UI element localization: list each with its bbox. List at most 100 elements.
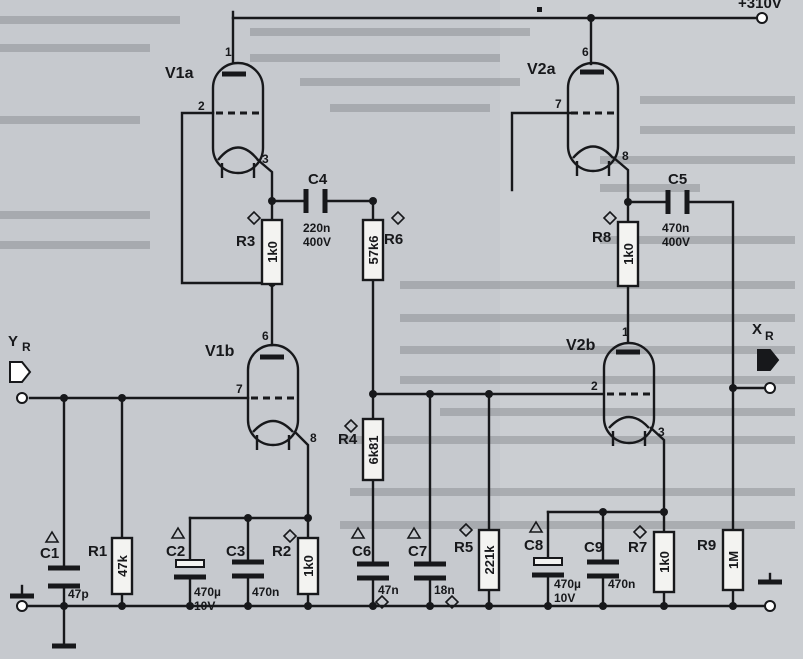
junction-dot: [729, 602, 737, 610]
resistor-label: R2: [272, 543, 291, 560]
capacitor-c7: C7 18n: [408, 543, 455, 597]
resistor-label: R3: [236, 233, 255, 250]
capacitor-value: 47n: [378, 583, 399, 597]
v2a-grid-lead: [510, 111, 577, 192]
capacitor-label: C5: [668, 171, 687, 188]
triangle-marker-icon: [350, 526, 366, 539]
cathode: [572, 145, 614, 159]
test-point-markers: [44, 210, 648, 610]
junction-dot: [624, 198, 632, 206]
resistor-value: 57k6: [366, 236, 381, 265]
cathode: [217, 146, 259, 161]
junction-dot: [369, 602, 377, 610]
resistor-r3: 1k0 R3: [236, 218, 284, 286]
diamond-marker-icon: [444, 594, 460, 610]
resistor-body: [652, 530, 676, 594]
junction-dot: [426, 390, 434, 398]
input-label: Y: [8, 333, 18, 350]
capacitor-plate-positive: [533, 557, 563, 566]
pin-label: 3: [658, 425, 665, 439]
capacitor-value: 470n: [252, 585, 279, 599]
v1a-cathode-lead: [256, 158, 274, 203]
resistor-value: 1M: [726, 551, 741, 569]
junction-dot: [660, 508, 668, 516]
v2a-cathode-lead: [612, 156, 630, 204]
resistor-value: 1k0: [621, 243, 636, 265]
junction-dot: [304, 602, 312, 610]
junction-dot: [485, 602, 493, 610]
ground-terminal-node: [16, 600, 28, 612]
tube-v1b: V1b 6 7 8: [205, 329, 317, 450]
pin-label: 2: [198, 99, 205, 113]
pin-label: 6: [262, 329, 269, 343]
junction-dot: [544, 602, 552, 610]
resistor-label: R8: [592, 229, 611, 246]
input-arrow-icon: [9, 361, 32, 383]
pin-label: 8: [310, 431, 317, 445]
capacitor-c3: C3 470n: [226, 543, 279, 599]
output-terminal: X R: [752, 321, 780, 394]
diamond-marker-icon: [390, 210, 406, 226]
pin-label: 2: [591, 379, 598, 393]
v2b-cathode-lead: [649, 426, 666, 514]
junction-dot: [729, 384, 737, 392]
capacitor-value: 470µ: [194, 585, 221, 599]
capacitor-c2: C2 470µ 10V: [166, 543, 221, 613]
junction-dot: [369, 197, 377, 205]
resistor-body: [296, 536, 320, 596]
capacitor-label: C6: [352, 543, 371, 560]
capacitor-value: 18n: [434, 583, 455, 597]
resistor-label: R5: [454, 539, 473, 556]
diamond-marker-icon: [282, 528, 298, 544]
junction-dot: [599, 602, 607, 610]
junction-dot: [186, 602, 194, 610]
diamond-marker-icon: [374, 594, 390, 610]
resistor-label: R9: [697, 537, 716, 554]
resistor-body: [721, 528, 745, 592]
heater: [611, 431, 647, 446]
pin-label: 3: [262, 152, 269, 166]
capacitor-label: C3: [226, 543, 245, 560]
resistor-r7: 1k0 R7: [628, 530, 676, 594]
tube-label-v1a: V1a: [165, 65, 194, 82]
capacitor-value: 470µ: [554, 577, 581, 591]
junction-dot: [485, 390, 493, 398]
junction-dot: [118, 394, 126, 402]
heater: [220, 163, 256, 178]
resistor-r9: 1M R9: [697, 528, 745, 592]
resistor-r1: 47k R1: [88, 536, 134, 596]
supply-terminal: +310V: [738, 0, 782, 24]
capacitor-voltage: 400V: [303, 235, 331, 249]
cathode: [252, 419, 294, 433]
resistor-body: [477, 528, 501, 592]
diamond-marker-icon: [246, 210, 262, 226]
resistor-r4: 6k81 R4: [338, 417, 385, 482]
capacitor-c8: C8 470µ 10V: [524, 537, 581, 605]
tube-v2a: V2a 6 7 8: [527, 45, 629, 176]
capacitor-label: C1: [40, 545, 59, 562]
capacitor-label: C2: [166, 543, 185, 560]
junction-dot: [369, 390, 377, 398]
input-terminal-node: [16, 392, 28, 404]
resistor-value: 1k0: [301, 555, 316, 577]
resistor-body: [616, 220, 640, 288]
ground-terminal-node: [764, 600, 776, 612]
capacitor-voltage: 10V: [194, 599, 215, 613]
output-terminal-node: [764, 382, 776, 394]
heater: [255, 435, 291, 450]
junctions: [60, 14, 737, 610]
tube-label-v2a: V2a: [527, 61, 556, 78]
tube-v2b: V2b 1 2 3: [566, 325, 665, 446]
diamond-marker-icon: [343, 418, 359, 434]
tube-label-v1b: V1b: [205, 343, 235, 360]
resistor-value: 47k: [115, 554, 130, 576]
output-subscript: R: [765, 329, 774, 343]
supply-terminal-node: [756, 12, 768, 24]
capacitor-c9: C9 470n: [584, 539, 635, 591]
pin-label: 1: [622, 325, 629, 339]
resistor-body: [110, 536, 134, 596]
capacitor-plate-positive: [175, 559, 205, 568]
resistor-r5: 221k R5: [454, 528, 501, 592]
capacitor-value: 470n: [662, 221, 689, 235]
